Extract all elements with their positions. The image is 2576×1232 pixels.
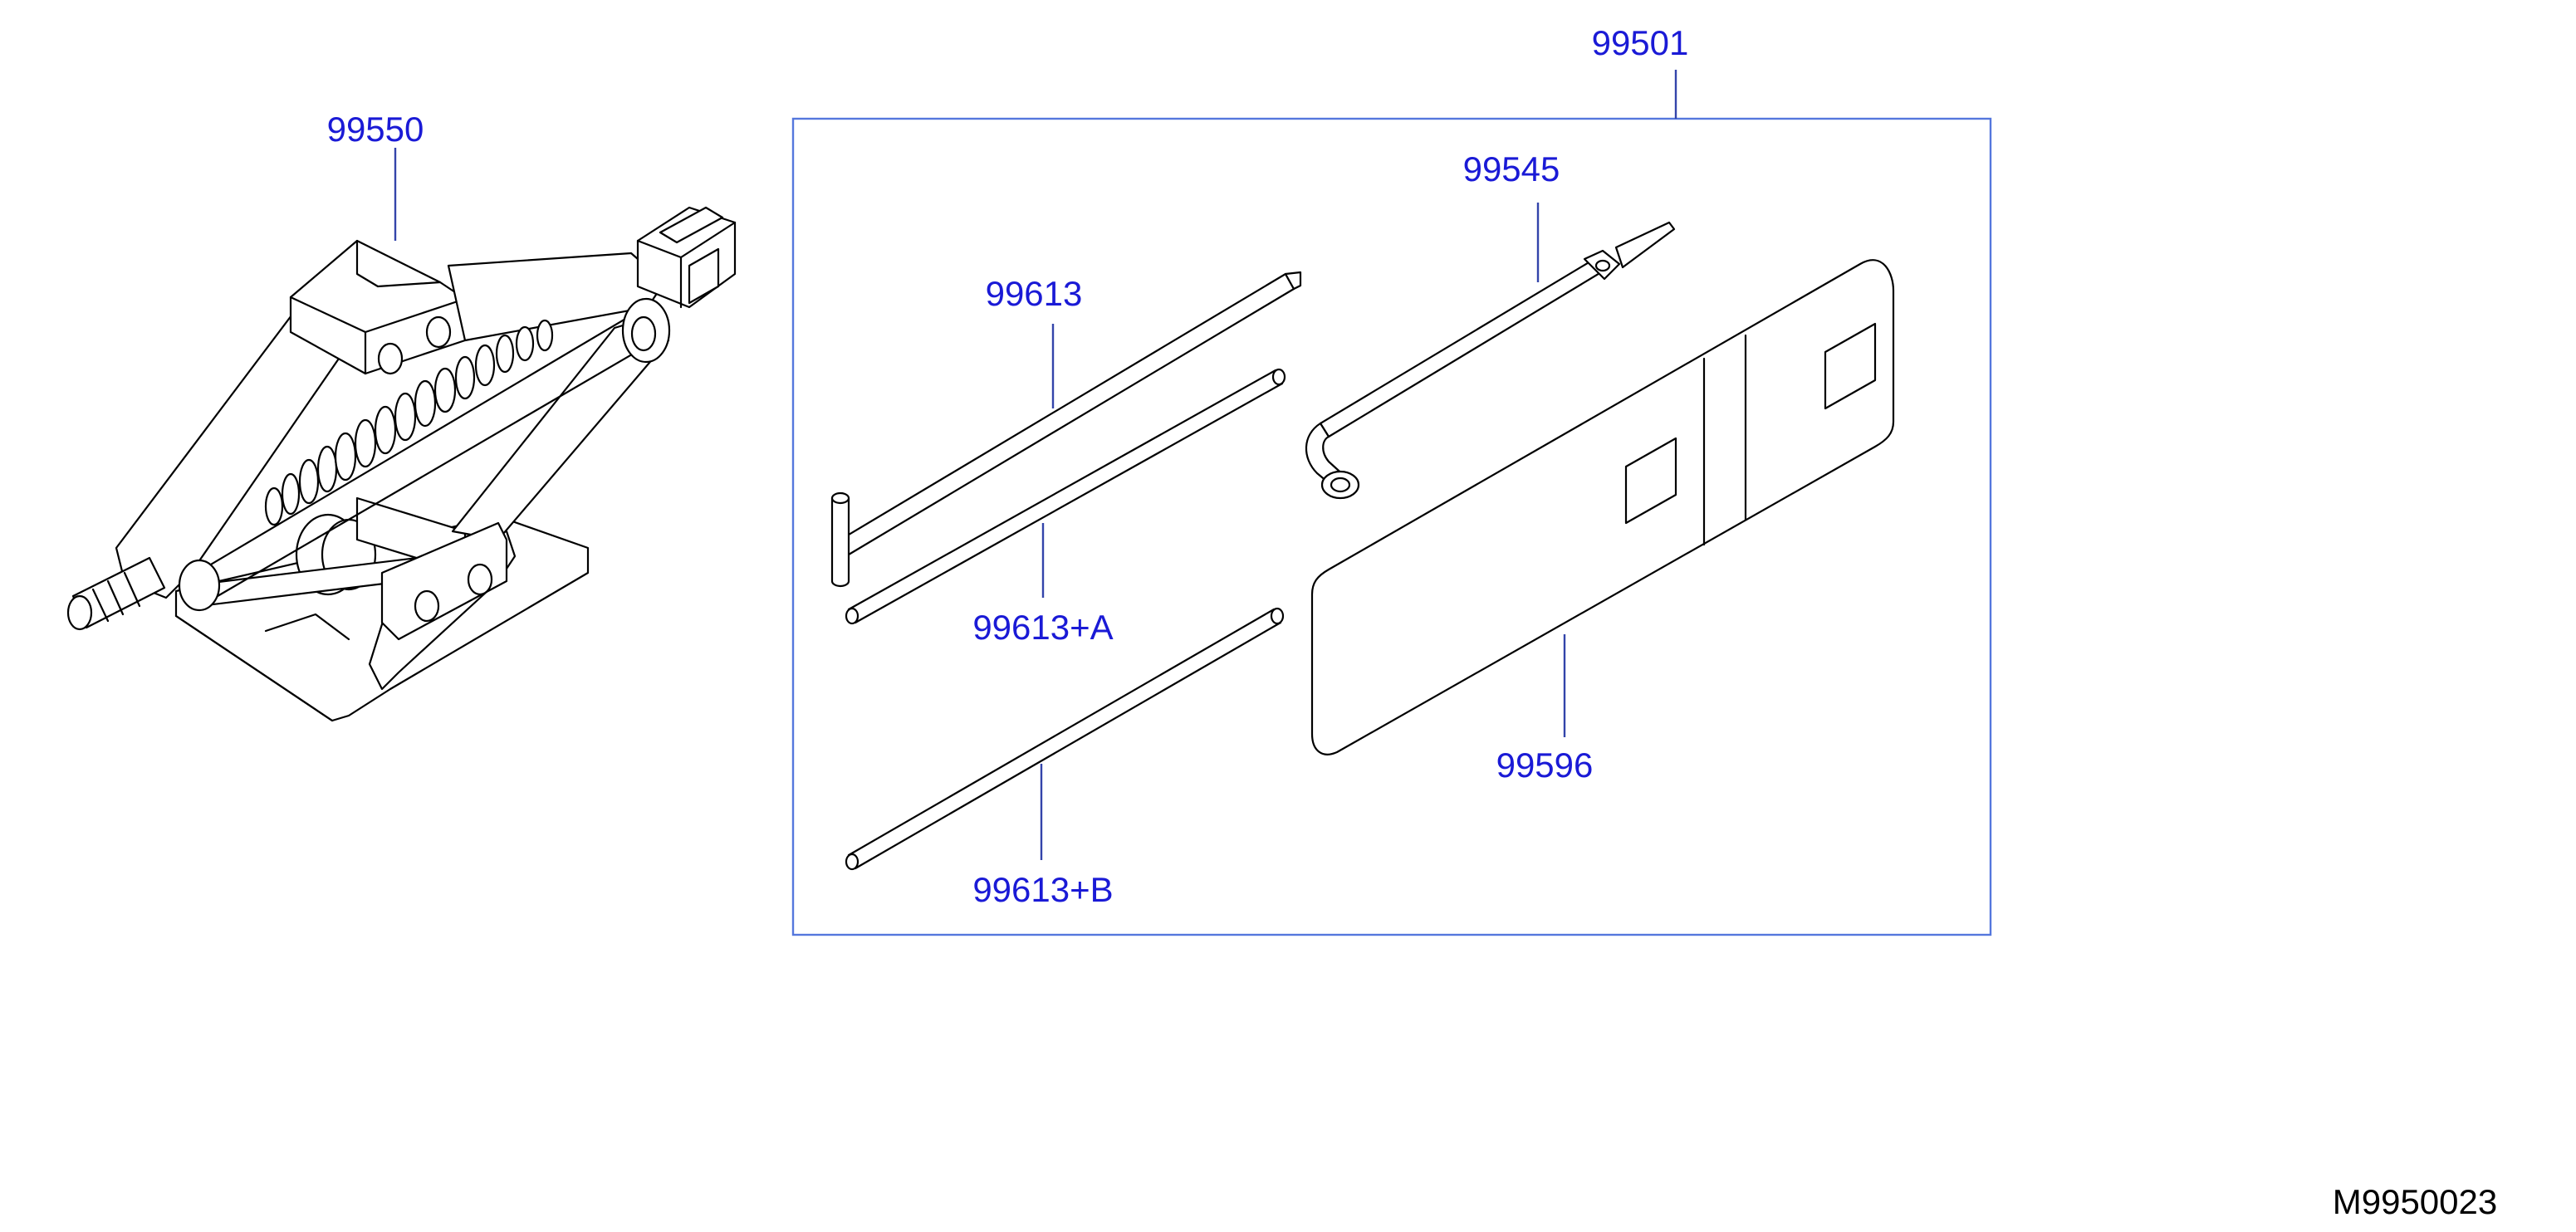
wrench-part-number[interactable]: 99545	[1463, 149, 1560, 188]
tool-bag-drawing[interactable]	[1310, 259, 1895, 755]
figure-reference-code: M9950023	[2333, 1182, 2498, 1221]
extension-rod-b-drawing[interactable]	[845, 607, 1285, 871]
extension-rod-a-drawing[interactable]	[845, 368, 1286, 625]
handle-part-number[interactable]: 99613	[986, 274, 1083, 313]
jack-part-number[interactable]: 99550	[327, 110, 424, 149]
bag-part-number[interactable]: 99596	[1496, 746, 1594, 785]
scissor-jack-drawing[interactable]	[66, 206, 737, 722]
wheel-nut-wrench-drawing[interactable]	[1305, 221, 1676, 500]
rod-a-part-number[interactable]: 99613+A	[972, 608, 1113, 647]
kit-outline-box	[791, 117, 1992, 936]
rod-b-part-number[interactable]: 99613+B	[972, 870, 1113, 909]
jack-handle-drawing[interactable]	[830, 271, 1302, 588]
kit-part-number[interactable]: 99501	[1592, 23, 1689, 62]
